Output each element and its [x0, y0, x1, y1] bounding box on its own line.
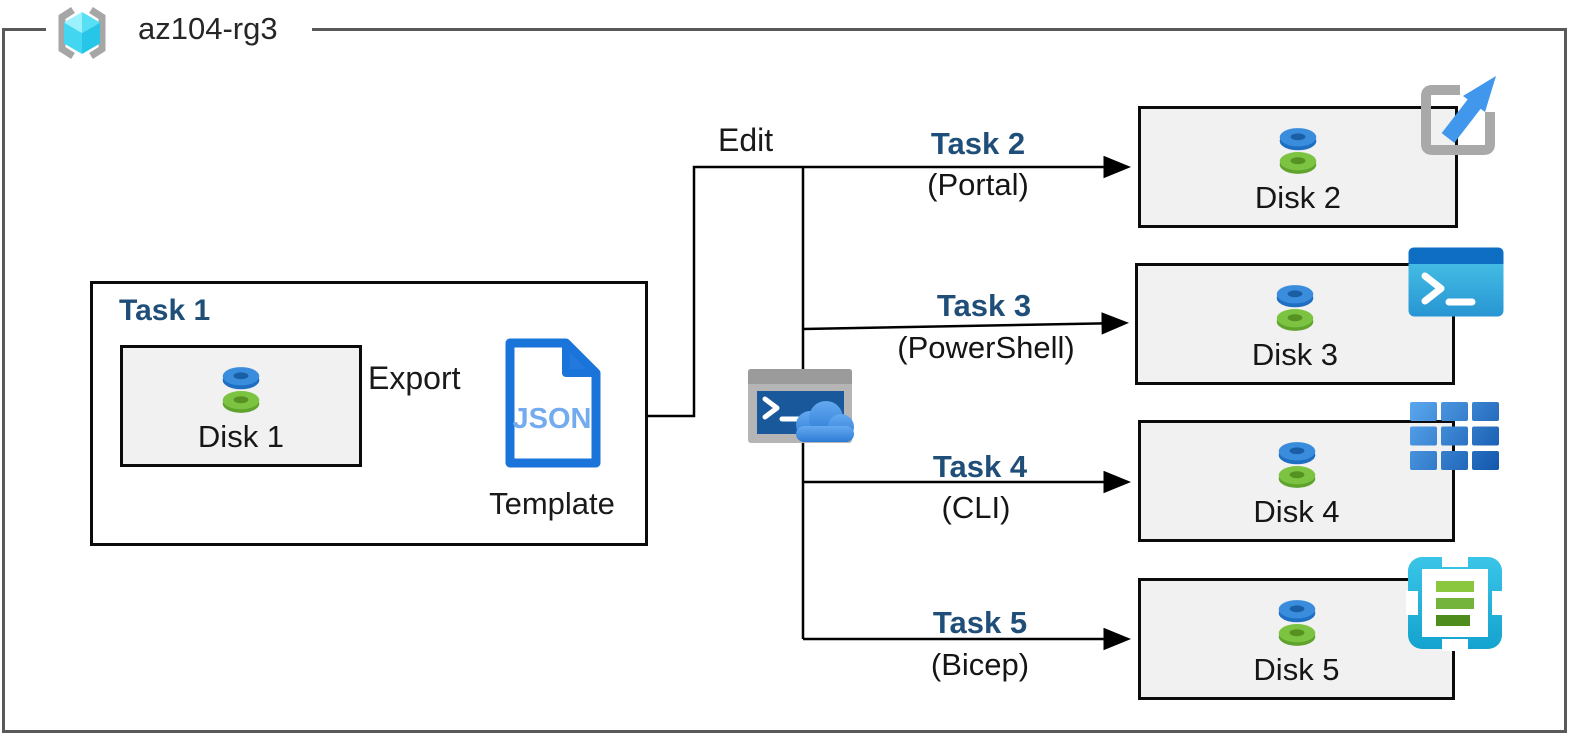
task5-label: Task 5: [932, 605, 1028, 640]
resource-group-frame: [2, 28, 1567, 733]
disk3-box: Disk 3: [1135, 263, 1455, 385]
powershell-icon: [1408, 247, 1504, 317]
disk-label: Disk 2: [1254, 180, 1342, 215]
frame-title-gap: [46, 25, 312, 35]
disk-label: Disk 1: [197, 419, 285, 454]
json-file-text: JSON: [513, 403, 592, 435]
disk-icon: [1276, 285, 1314, 331]
disk-label: Disk 4: [1253, 494, 1340, 529]
disk5-box: Disk 5: [1138, 578, 1455, 700]
edit-label: Edit: [718, 122, 774, 158]
disk-label: Disk 5: [1253, 652, 1340, 687]
disk-icon: [1278, 442, 1315, 488]
json-file-icon: JSON: [505, 338, 601, 468]
task4-method: (CLI): [941, 490, 1011, 525]
resource-group-icon: [58, 7, 106, 59]
task1-label: Task 1: [119, 294, 211, 327]
disk2-box: Disk 2: [1138, 106, 1458, 228]
task4-label: Task 4: [932, 449, 1028, 484]
disk-icon: [1279, 128, 1317, 174]
disk-label: Disk 3: [1251, 337, 1339, 372]
portal-launch-icon: [1421, 76, 1496, 155]
template-caption: Template: [489, 486, 615, 521]
resource-group-title: az104-rg3: [138, 11, 278, 46]
task5-method: (Bicep): [930, 647, 1030, 682]
disk-icon: [222, 367, 260, 413]
disk1-box: Disk 1: [120, 345, 362, 467]
disk4-box: Disk 4: [1138, 420, 1455, 542]
disk-icon: [1278, 600, 1315, 646]
cloud-shell-icon: [748, 369, 854, 443]
cli-icon: [1410, 402, 1499, 470]
task3-label: Task 3: [936, 288, 1032, 323]
task3-method: (PowerShell): [897, 330, 1075, 365]
task2-label: Task 2: [930, 126, 1026, 161]
bicep-template-icon: [1406, 555, 1504, 651]
export-label: Export: [368, 360, 461, 396]
task2-method: (Portal): [927, 167, 1029, 202]
